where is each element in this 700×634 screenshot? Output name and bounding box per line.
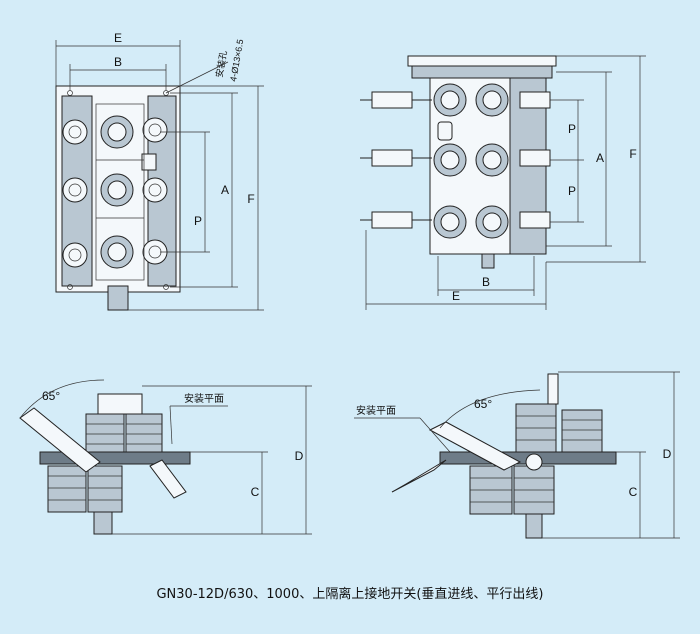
side-view-left-insulator-4 (87, 465, 123, 513)
dim-label-P1-top: P (568, 122, 576, 136)
front-view: E B P A F 安装孔 4-Ø13×6.5 (55, 31, 264, 311)
dim-label-P2-top: P (568, 184, 576, 198)
side-view-left-angle-arc (19, 379, 105, 419)
top-view-bracket (407, 55, 557, 67)
dim-label-D-left: D (295, 449, 304, 463)
side-view-right-insulator-4 (513, 465, 555, 515)
side-view-right: 65° 安装平面 C D (354, 371, 680, 539)
top-view-phase-3 (360, 205, 551, 239)
dim-label-F-top: F (629, 147, 636, 161)
dim-label-C-right: C (629, 485, 638, 499)
top-view-phase-2 (360, 121, 551, 177)
side-view-right-angle-arc (439, 389, 541, 429)
side-view-left-base (39, 451, 191, 465)
mount-hole-note-2: 4-Ø13×6.5 (228, 38, 245, 82)
front-view-phase-3 (62, 235, 168, 269)
front-view-phase-1 (62, 115, 168, 149)
side-view-left-insulator-2 (125, 413, 163, 453)
side-view-left-angle: 65° (42, 389, 60, 403)
side-view-left-insulator-1 (85, 413, 125, 453)
dim-label-P-front: P (194, 214, 202, 228)
side-view-right-insulator-1 (515, 403, 557, 453)
side-view-left-insulator-3 (47, 465, 87, 513)
side-view-right-insulator-2 (561, 409, 603, 453)
dim-label-A-top: A (596, 151, 604, 165)
side-view-left-mount-plane: 安装平面 (184, 392, 224, 405)
dim-label-A-front: A (221, 183, 229, 197)
side-view-right-angle: 65° (474, 397, 492, 411)
mount-hole-leader (165, 61, 229, 94)
top-view-phase-1 (360, 83, 551, 117)
side-view-left: 65° 安装平面 C D (19, 379, 312, 535)
dim-label-E-top: E (452, 289, 460, 303)
side-view-right-blade (428, 421, 522, 471)
front-view-phase-2 (62, 153, 168, 207)
dim-label-F-front: F (247, 192, 254, 206)
side-view-right-mount-plane: 安装平面 (356, 404, 396, 417)
mount-hole-note-1: 安装孔 (213, 50, 229, 79)
dim-label-D-right: D (663, 447, 672, 461)
side-view-left-blade (19, 407, 101, 473)
top-view: P P A F B E (360, 55, 646, 310)
dim-label-E-front: E (114, 31, 122, 45)
drawing-caption: GN30-12D/630、1000、上隔离上接地开关(垂直进线、平行出线) (156, 587, 544, 602)
dim-label-B-top: B (482, 275, 490, 289)
dim-label-C-left: C (251, 485, 260, 499)
dim-label-B-front: B (114, 55, 122, 69)
side-view-right-insulator-3 (469, 465, 513, 515)
front-view-shaft (107, 285, 129, 311)
